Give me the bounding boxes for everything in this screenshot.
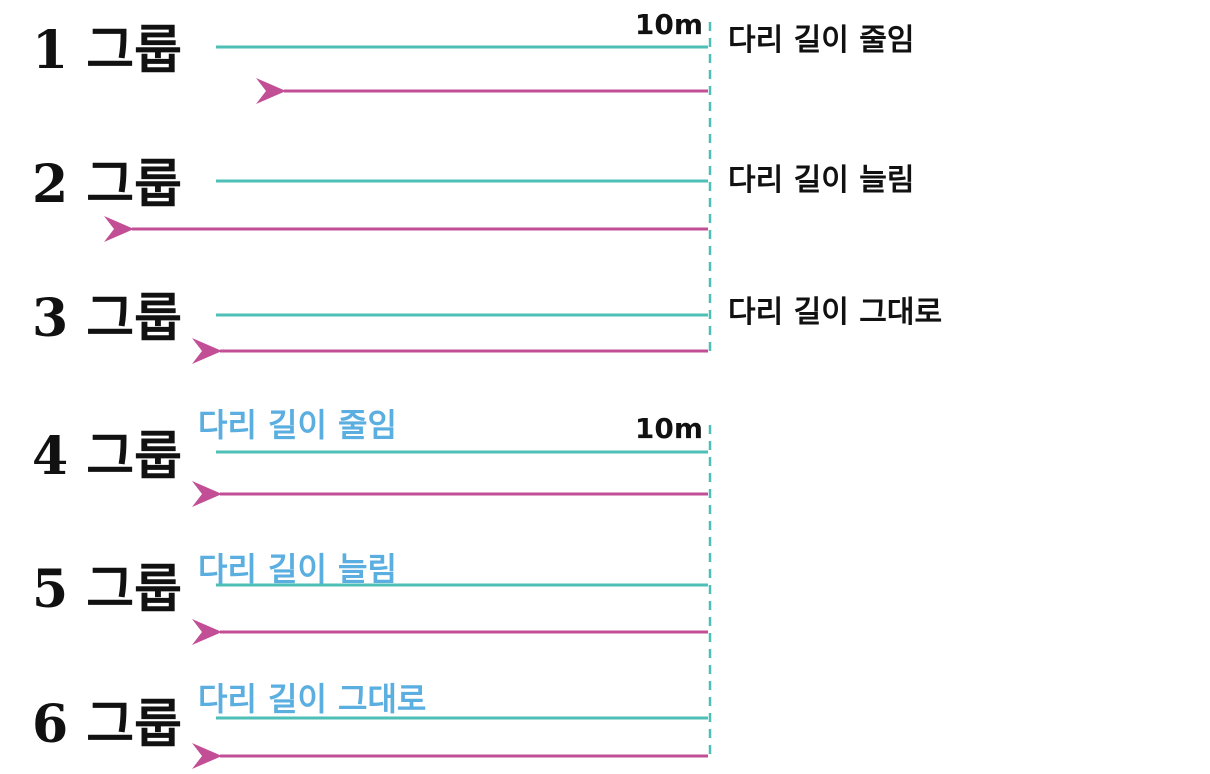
condition-label-3: 다리 길이 그대로 — [728, 295, 942, 330]
group-label-5: 5 그룹 — [32, 559, 182, 620]
group-label-3: 3 그룹 — [32, 288, 182, 349]
group-label-1: 1 그룹 — [32, 20, 182, 81]
condition-label-6: 다리 길이 그대로 — [198, 680, 426, 718]
condition-label-5: 다리 길이 늘림 — [198, 550, 397, 588]
distance-label-bottom: 10m — [635, 412, 703, 445]
group-label-6: 6 그룹 — [32, 694, 182, 755]
distance-label-top: 10m — [635, 8, 703, 41]
condition-label-2: 다리 길이 늘림 — [728, 163, 915, 198]
group-label-2: 2 그룹 — [32, 154, 182, 215]
group-label-4: 4 그룹 — [32, 426, 182, 487]
condition-label-4: 다리 길이 줄임 — [198, 406, 397, 444]
condition-label-1: 다리 길이 줄임 — [728, 23, 915, 58]
